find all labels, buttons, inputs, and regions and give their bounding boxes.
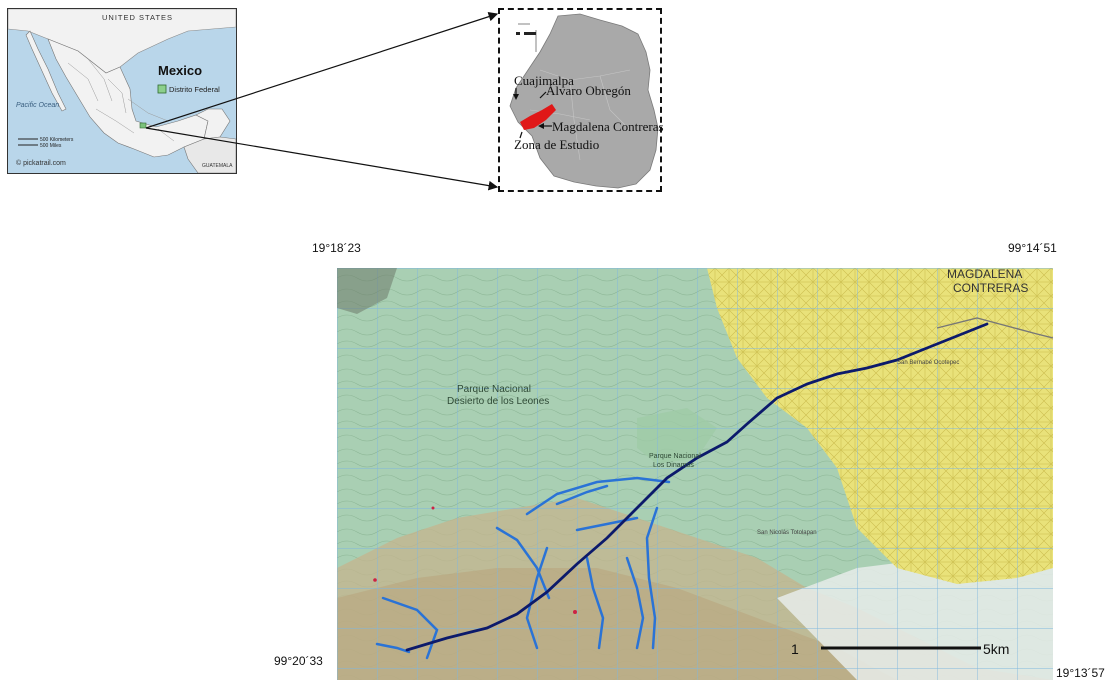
overview-scale-bar: 500 Kilometers 500 Miles <box>18 137 74 149</box>
pointer-zona <box>519 131 523 139</box>
label-parque-desierto-2: Desierto de los Leones <box>447 396 549 407</box>
label-san-bernabe: San Bernabé Ocotepec <box>897 360 959 366</box>
tributary-6 <box>585 556 605 650</box>
tributary-2 <box>555 484 609 506</box>
label-dinamos-1: Parque Nacional <box>649 453 701 460</box>
legend-df-label: Distrito Federal <box>169 85 220 94</box>
tributary-3 <box>575 516 639 532</box>
scale-end-label: 5km <box>983 641 1009 657</box>
svg-text:500 Kilometers: 500 Kilometers <box>40 137 74 143</box>
label-dinamos-2: Los Dinamos <box>653 462 694 469</box>
yucatan <box>195 108 231 140</box>
overview-map: Distrito Federal Mexico UNITED STATES Pa… <box>7 8 237 174</box>
coord-northeast: 99°14´51 <box>1008 241 1057 255</box>
study-zone <box>520 104 556 130</box>
overview-map-canvas: Distrito Federal Mexico UNITED STATES Pa… <box>8 9 236 173</box>
tributary-7 <box>625 556 645 650</box>
coordinate-grid <box>337 268 1053 680</box>
label-parque-desierto-1: Parque Nacional <box>457 384 531 395</box>
country-label-guatemala: GUATEMALA <box>202 163 233 169</box>
label-magdalena-contreras: Magdalena Contreras <box>552 119 664 134</box>
distrito-federal-shape <box>509 13 659 189</box>
scale-start-label: 1 <box>791 641 799 657</box>
main-river <box>405 322 989 652</box>
tributary-1 <box>525 476 671 516</box>
df-map-canvas <box>509 13 659 189</box>
state-borders <box>67 58 175 142</box>
df-north-arrow <box>516 23 537 52</box>
country-label-mexico: Mexico <box>158 63 202 78</box>
legend-swatch-df <box>157 84 167 94</box>
label-san-nicolas: San Nicolás Totolapan <box>757 530 817 536</box>
topo-scale-bar: 1 5km <box>791 641 1009 657</box>
topo-map-canvas: MAGDALENA CONTRERAS Parque Nacional Desi… <box>337 268 1053 680</box>
arrow-to-df-bottom <box>145 127 499 191</box>
coord-southeast: 19°13´57 <box>1056 666 1105 680</box>
df-marker <box>139 122 147 129</box>
road-top-right <box>936 317 1053 339</box>
tributary-10 <box>375 642 411 654</box>
map-credit: © pickatrail.com <box>16 159 66 167</box>
coord-southwest: 99°20´33 <box>274 654 323 668</box>
svg-text:500 Miles: 500 Miles <box>40 143 62 149</box>
ocean-label: Pacific Ocean <box>16 102 59 109</box>
baja-california <box>25 30 67 112</box>
tributary-4 <box>495 526 551 600</box>
connector-arrows <box>145 12 499 191</box>
arrow-to-df-top <box>145 12 499 129</box>
label-magdalena-1: MAGDALENA <box>947 268 1022 281</box>
label-cuajimalpa: Cuajimalpa <box>514 73 574 88</box>
topo-map: MAGDALENA CONTRERAS Parque Nacional Desi… <box>337 268 1053 680</box>
label-alvaro-obregon: Álvaro Obregón <box>546 83 631 98</box>
settlement-top-left <box>337 268 397 314</box>
tributary-streams <box>375 476 671 660</box>
df-delegation-borders <box>529 69 631 161</box>
label-magdalena-2: CONTRERAS <box>953 281 1028 295</box>
df-map <box>498 8 662 192</box>
tributary-5 <box>525 546 549 650</box>
label-zona-estudio: Zona de Estudio <box>514 137 600 152</box>
country-label-usa: UNITED STATES <box>102 13 173 22</box>
tributary-9 <box>381 596 439 660</box>
pointer-alvaro <box>539 91 547 99</box>
tributary-8 <box>645 506 659 650</box>
coord-northwest: 19°18´23 <box>312 241 361 255</box>
peak-markers <box>373 506 577 614</box>
